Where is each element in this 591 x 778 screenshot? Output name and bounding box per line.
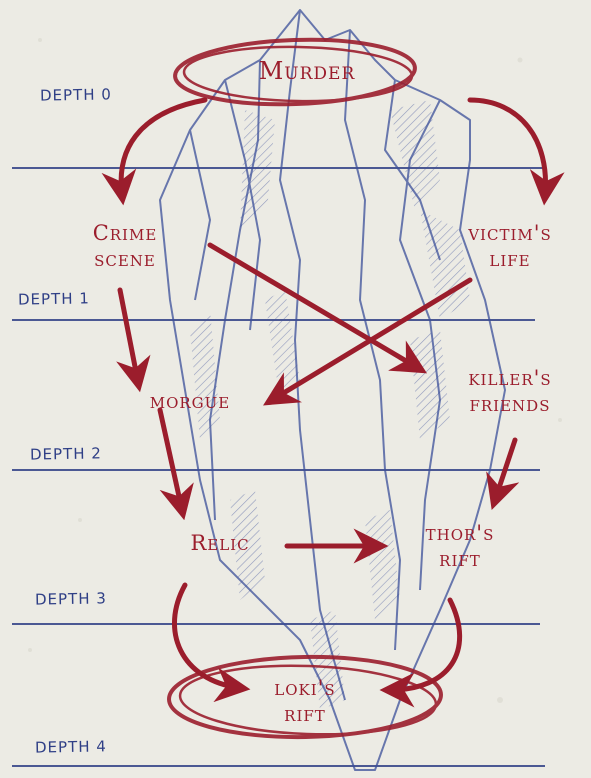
arrow-morgue-to-relic [160, 410, 182, 510]
node-killers-friends: killer's friends [430, 365, 590, 417]
arrow-murder-to-crime-scene [121, 100, 205, 195]
node-morgue: morgue [110, 388, 270, 414]
node-lokis-rift: loki's rift [245, 675, 365, 727]
node-murder: Murder [232, 58, 382, 84]
arrow-crime-scene-to-morgue [120, 290, 138, 382]
depth-label-1: DEPTH 1 [18, 289, 90, 308]
node-victims-life: victim's life [430, 220, 590, 272]
depth-label-4: DEPTH 4 [35, 737, 107, 756]
depth-label-2: DEPTH 2 [30, 444, 102, 463]
depth-label-3: DEPTH 3 [35, 589, 107, 608]
node-relic: Relic [155, 530, 285, 556]
arrow-murder-to-victims-life [470, 100, 546, 195]
node-thors-rift: thor's rift [390, 520, 530, 572]
arrow-crime-scene-to-killers-friends [210, 245, 418, 368]
depth-label-0: DEPTH 0 [40, 85, 112, 104]
node-crime-scene: Crime scene [50, 220, 200, 272]
